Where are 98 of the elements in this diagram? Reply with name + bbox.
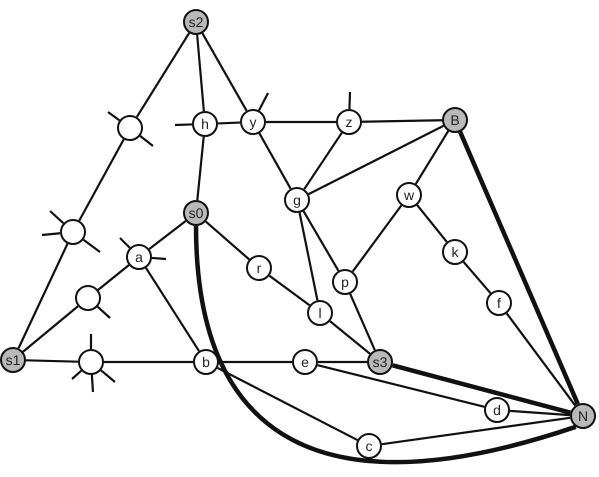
edge-line (104, 360, 193, 364)
edge-line (458, 131, 580, 405)
edge-line (317, 364, 485, 408)
vertex-label: s2 (188, 15, 204, 29)
vertex-label: s1 (6, 353, 20, 367)
vertex-circle (332, 269, 358, 295)
vertex-label: w (404, 188, 414, 202)
edge-line (302, 210, 340, 272)
edge-line (462, 261, 492, 294)
edge-line (510, 410, 570, 416)
vertex-label: a (135, 250, 143, 264)
vertex-circle (183, 9, 209, 35)
stub-line (90, 334, 92, 349)
vertex-circle (240, 109, 266, 135)
empty-vertex-circle (78, 349, 104, 375)
edge-line (148, 220, 186, 250)
vertex-label: s0 (188, 206, 204, 220)
vertex-label: h (201, 117, 209, 131)
vertex-label: z (346, 115, 352, 129)
edge-line (145, 267, 200, 352)
edge-line (414, 130, 450, 184)
vertex-label: l (318, 306, 322, 320)
stub-line (96, 306, 111, 319)
vertex-circle (442, 107, 468, 133)
vertex-circle (570, 403, 596, 429)
vertex-label: k (452, 245, 458, 259)
vertex-label: p (341, 275, 349, 289)
empty-vertex-circle (60, 219, 86, 245)
vertex-label: y (250, 115, 256, 129)
edge-line (303, 132, 343, 190)
stub-line (174, 123, 192, 126)
vertex-circle (246, 255, 272, 281)
empty-vertex-circle (117, 115, 143, 141)
vertex-circle (442, 239, 468, 265)
vertex-circle (292, 349, 318, 375)
stub-line (49, 210, 64, 224)
edge-line (205, 220, 250, 260)
edge-line (329, 320, 371, 355)
stub-line (140, 135, 154, 147)
stub-line (258, 92, 269, 111)
edge-line (18, 243, 68, 349)
edge-line (308, 124, 444, 196)
vertex-circle (126, 244, 152, 270)
empty-vertex-circle (75, 285, 101, 311)
vertex-label: g (293, 193, 301, 207)
vertex-label: b (202, 355, 210, 369)
edge-line (416, 204, 448, 243)
vertex-circle (484, 397, 510, 423)
vertex-label: c (366, 439, 372, 453)
stub-line (348, 92, 352, 110)
vertex-circle (486, 290, 512, 316)
edge-line (136, 32, 190, 118)
vertex-label: r (256, 261, 262, 275)
vertex-circle (307, 300, 333, 326)
stub-line (90, 374, 94, 392)
edge-line (362, 119, 442, 123)
vertex-circle (192, 111, 218, 137)
vertex-label: f (497, 296, 501, 310)
edge-line (194, 226, 576, 464)
edge-line (196, 136, 205, 200)
edge-line (196, 34, 205, 112)
edge-line (201, 32, 248, 112)
edge-line (26, 359, 78, 363)
vertex-label: s3 (372, 355, 388, 369)
vertex-label: e (301, 355, 309, 369)
stub-line (82, 238, 101, 253)
edge-line (218, 121, 240, 125)
vertex-label: N (578, 409, 588, 423)
edge-line (318, 360, 367, 364)
vertex-circle (367, 349, 393, 375)
edge-line (266, 120, 336, 124)
edge-line (268, 274, 310, 306)
vertex-circle (396, 182, 422, 208)
stub-line (100, 369, 116, 383)
stub-line (107, 111, 120, 122)
vertex-circle (183, 200, 209, 226)
edge-line (217, 366, 358, 442)
vertex-circle (336, 109, 362, 135)
stub-line (119, 237, 131, 249)
edge-line (78, 138, 125, 222)
vertex-circle (0, 347, 26, 373)
edge-line (392, 363, 572, 415)
vertex-circle (284, 187, 310, 213)
edge-line (258, 132, 292, 190)
edge-line (298, 212, 318, 300)
vertex-circle (193, 349, 219, 375)
edge-line (349, 293, 376, 351)
edge-line (506, 312, 576, 406)
vertex-circle (356, 433, 382, 459)
vertex-label: B (450, 113, 460, 127)
stub-line (42, 232, 60, 236)
edge-line (97, 264, 130, 291)
edge-line (352, 204, 402, 272)
edge-line (382, 416, 570, 446)
stub-line (152, 256, 166, 260)
edge-line (22, 305, 79, 353)
stub-line (71, 370, 82, 380)
vertex-label: d (493, 403, 501, 417)
